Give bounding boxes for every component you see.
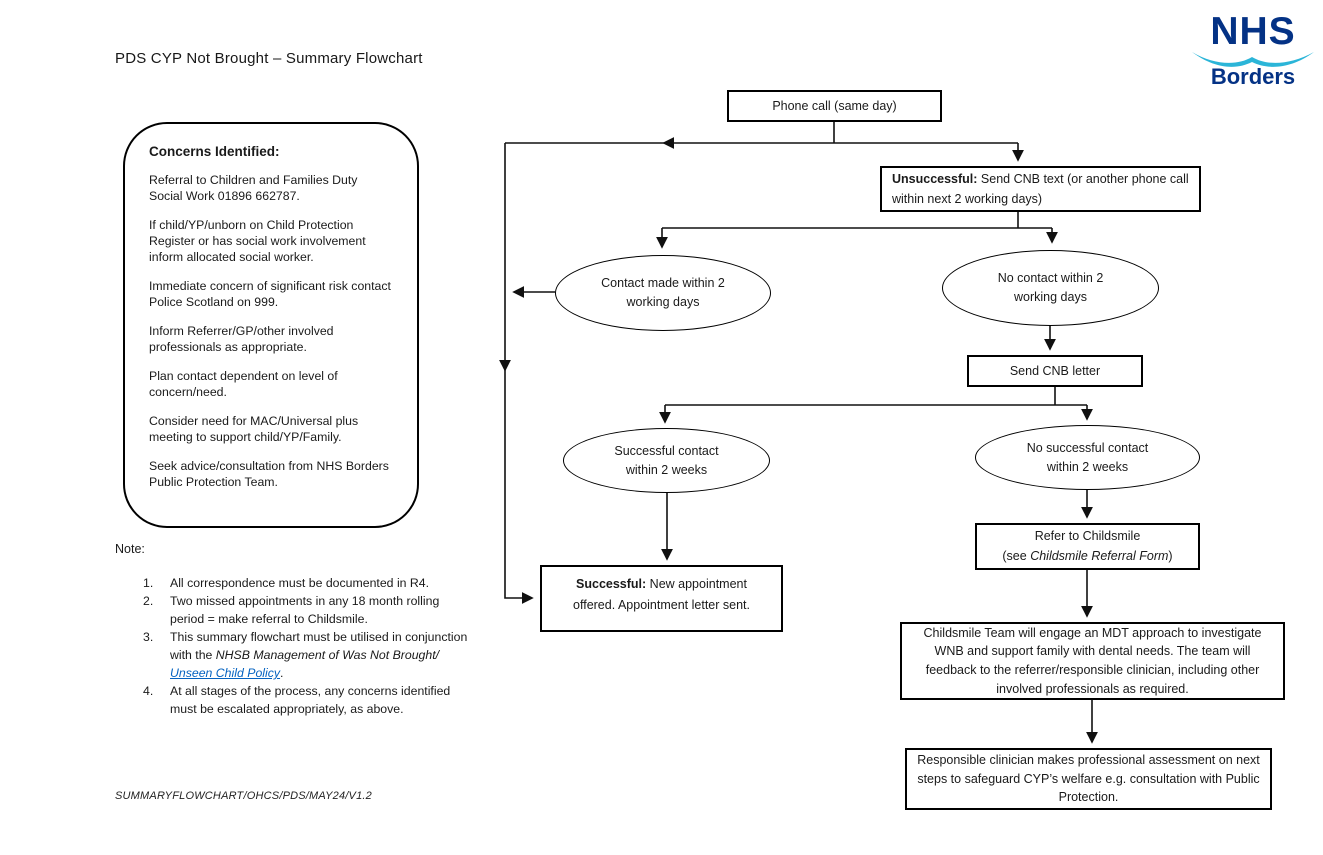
flow-node-no-successful-contact: No successful contact within 2 weeks (975, 425, 1200, 490)
flow-node-responsible-clinician: Responsible clinician makes professional… (905, 748, 1272, 810)
flow-node-send-cnb-letter: Send CNB letter (967, 355, 1143, 387)
concerns-item: Immediate concern of significant risk co… (149, 279, 391, 309)
label-post: ) (1168, 548, 1173, 563)
note-list: 1. All correspondence must be documented… (143, 574, 473, 718)
flow-node-label: Send CNB letter (1009, 363, 1101, 378)
flow-node-contact-made: Contact made within 2 working days (555, 255, 771, 331)
note-number: 3. (143, 630, 154, 644)
label-rest: Send CNB text (or another phone call wit… (892, 172, 1189, 206)
bold-prefix: Successful: (576, 577, 647, 591)
flow-node-label: Contact made within 2 working days (601, 276, 725, 309)
nhs-logo-text: NHS (1210, 10, 1296, 53)
note-number: 2. (143, 594, 154, 608)
label-rest: New appointment offered. Appointment let… (573, 577, 750, 613)
flow-node-label: Unsuccessful: Send CNB text (or another … (892, 169, 1189, 209)
concerns-item: Seek advice/consultation from NHS Border… (149, 459, 389, 489)
flow-node-label: Phone call (same day) (772, 98, 897, 113)
note-item-3: 3. This summary flowchart must be utilis… (143, 628, 473, 682)
nhs-wave-icon (1192, 51, 1314, 67)
note-heading: Note: (115, 542, 145, 556)
concerns-item: Plan contact dependent on level of conce… (149, 369, 338, 399)
note-text-plain: This summary flowchart must be utilised … (170, 630, 468, 662)
label-line1: Refer to Childsmile (1034, 529, 1141, 544)
label-pre: (see (1002, 548, 1031, 563)
flow-node-refer-childsmile: Refer to Childsmile(see Childsmile Refer… (975, 523, 1200, 570)
note-text-italic: NHSB Management of Was Not Brought/ (215, 648, 440, 662)
concerns-item: Inform Referrer/GP/other involved profes… (149, 324, 334, 354)
flow-node-label: No successful contact within 2 weeks (1026, 440, 1149, 474)
flow-node-unsuccessful-cnb-text: Unsuccessful: Send CNB text (or another … (880, 166, 1201, 212)
nhs-borders-logo: NHS Borders (1188, 10, 1318, 89)
note-text-plain: . (280, 666, 284, 680)
note-number: 1. (143, 576, 154, 590)
flow-node-label: Childsmile Team will engage an MDT appro… (923, 625, 1262, 696)
nhs-borders-text: Borders (1210, 63, 1296, 89)
concerns-item: Referral to Children and Families Duty S… (149, 173, 358, 203)
concerns-identified-panel: Concerns Identified: Referral to Childre… (123, 122, 419, 528)
note-number: 4. (143, 684, 154, 698)
flow-node-label: Successful: New appointment offered. App… (556, 574, 767, 617)
note-text: Two missed appointments in any 18 month … (170, 594, 440, 626)
note-text: All correspondence must be documented in… (170, 576, 430, 590)
page-title: PDS CYP Not Brought – Summary Flowchart (115, 50, 423, 67)
note-item-4: 4. At all stages of the process, any con… (143, 682, 473, 718)
bold-prefix: Unsuccessful: (892, 172, 978, 186)
flow-node-successful-contact: Successful contact within 2 weeks (563, 428, 770, 493)
flow-node-phone-call: Phone call (same day) (727, 90, 942, 122)
unseen-child-policy-link[interactable]: Unseen Child Policy (170, 666, 281, 680)
flow-node-label: No contact within 2 working days (997, 271, 1104, 304)
note-item-2: 2. Two missed appointments in any 18 mon… (143, 592, 473, 628)
note-text: At all stages of the process, any concer… (170, 684, 451, 716)
concerns-item: If child/YP/unborn on Child Protection R… (149, 218, 366, 264)
flow-node-successful-appointment: Successful: New appointment offered. App… (540, 565, 783, 632)
flow-node-label: Refer to Childsmile(see Childsmile Refer… (1002, 527, 1172, 566)
flow-node-label: Responsible clinician makes professional… (917, 752, 1260, 805)
flow-node-no-contact: No contact within 2 working days (942, 250, 1159, 326)
concerns-heading: Concerns Identified: (149, 144, 280, 159)
flow-node-label: Successful contact within 2 weeks (614, 443, 719, 477)
flow-node-childsmile-team: Childsmile Team will engage an MDT appro… (900, 622, 1285, 700)
note-item-1: 1. All correspondence must be documented… (143, 574, 473, 592)
document-reference-footer: SUMMARYFLOWCHART/OHCS/PDS/MAY24/V1.2 (115, 790, 372, 802)
concerns-item: Consider need for MAC/Universal plus mee… (149, 414, 359, 444)
label-italic: Childsmile Referral Form (1030, 548, 1169, 563)
note-text: This summary flowchart must be utilised … (170, 628, 473, 682)
